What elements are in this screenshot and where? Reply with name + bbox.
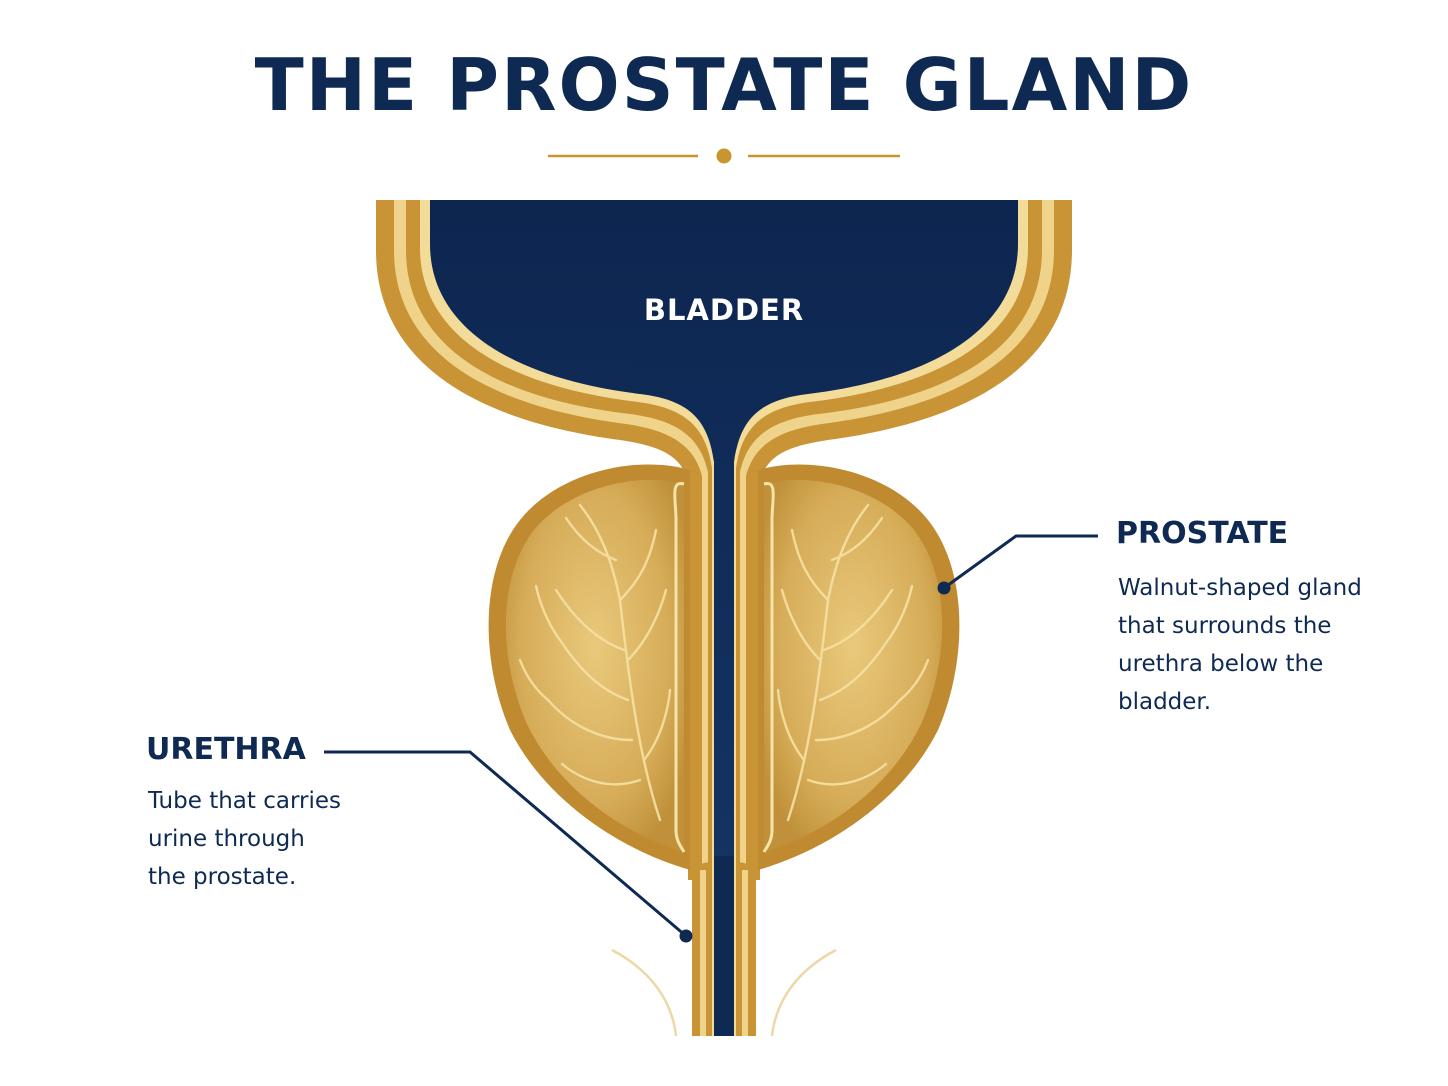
urethra-description-line: the prostate.: [148, 864, 297, 890]
prostate-callout-dot-icon: [937, 581, 951, 595]
prostate-right-lobe: [758, 464, 960, 870]
urethra-tube: [692, 856, 756, 1036]
page-title: THE PROSTATE GLAND: [254, 43, 1194, 127]
prostate-left-lobe: [488, 464, 690, 870]
urethra-label-title: URETHRA: [146, 732, 306, 767]
bladder-interior: [430, 200, 1018, 880]
divider-dot-icon: [716, 148, 732, 164]
prostate-callout: [937, 534, 1098, 595]
prostate-description-line: urethra below the: [1118, 651, 1324, 677]
title-divider: [548, 148, 900, 164]
prostate-description-line: bladder.: [1118, 689, 1212, 715]
prostate-description-line: Walnut-shaped gland: [1118, 575, 1362, 601]
urethra-callout-dot-icon: [679, 929, 693, 943]
urethra-callout: [324, 750, 693, 943]
bladder-label: BLADDER: [643, 293, 805, 327]
urethra-description-line: urine through: [148, 826, 305, 852]
prostate-description: Walnut-shaped gland that surrounds the u…: [1118, 569, 1418, 721]
prostate-description-line: that surrounds the: [1118, 613, 1332, 639]
prostate-label-title: PROSTATE: [1116, 516, 1289, 551]
urethra-description: Tube that carries urine through the pros…: [148, 782, 408, 896]
urethra-description-line: Tube that carries: [148, 788, 341, 814]
